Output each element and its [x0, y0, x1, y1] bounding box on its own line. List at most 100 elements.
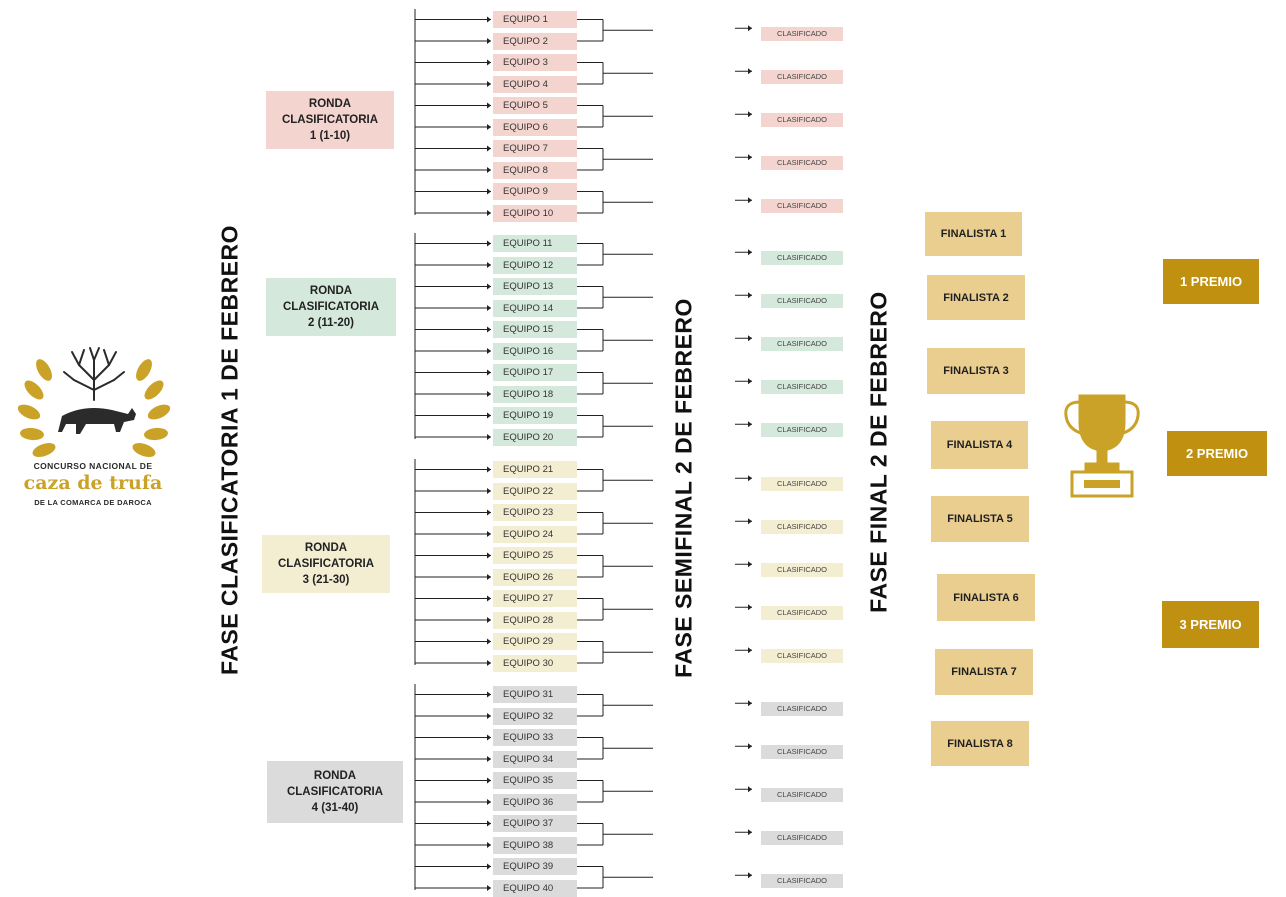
qualified-box: CLASIFICADO	[761, 702, 843, 717]
feed-arrow	[487, 391, 491, 397]
prize-box-1: 1 PREMIO	[1163, 259, 1259, 304]
team-box: EQUIPO 16	[493, 342, 577, 360]
team-box: EQUIPO 1	[493, 11, 577, 28]
qualified-arrow	[748, 378, 752, 385]
team-box: EQUIPO 14	[493, 299, 577, 317]
team-box: EQUIPO 40	[493, 879, 577, 897]
team-box: EQUIPO 9	[493, 183, 577, 200]
feed-arrow	[487, 713, 491, 719]
feed-arrow	[487, 412, 491, 419]
team-box: EQUIPO 22	[493, 482, 577, 500]
qualified-box: CLASIFICADO	[761, 606, 843, 621]
feed-arrow	[487, 488, 491, 494]
qualified-arrow	[748, 111, 752, 118]
round-range: 1 (1-10)	[309, 130, 351, 142]
feed-arrow	[487, 305, 491, 311]
feed-arrow	[487, 863, 491, 870]
feed-arrow	[487, 660, 491, 666]
team-box: EQUIPO 12	[493, 256, 577, 274]
feed-arrow	[487, 509, 491, 516]
team-box: EQUIPO 7	[493, 140, 577, 157]
finalist-box-3: FINALISTA 3	[927, 348, 1025, 394]
feed-arrow	[487, 466, 491, 473]
team-box: EQUIPO 17	[493, 364, 577, 381]
qualified-box: CLASIFICADO	[761, 199, 843, 214]
finalist-box-4: FINALISTA 4	[931, 421, 1028, 469]
feed-arrow	[487, 595, 491, 602]
feed-arrow	[487, 167, 491, 173]
phase-title-clasificatoria: FASE CLASIFICATORIA 1 DE FEBRERO	[216, 224, 243, 676]
feed-arrow	[487, 756, 491, 762]
team-box: EQUIPO 27	[493, 590, 577, 607]
feed-arrow	[487, 188, 491, 195]
qualified-box: CLASIFICADO	[761, 380, 843, 395]
feed-arrow	[487, 777, 491, 784]
feed-arrow	[487, 638, 491, 645]
qualified-box: CLASIFICADO	[761, 745, 843, 760]
qualified-arrow	[748, 197, 752, 204]
team-box: EQUIPO 21	[493, 461, 577, 478]
team-box: EQUIPO 28	[493, 611, 577, 629]
qualified-arrow	[748, 421, 752, 428]
qualified-box: CLASIFICADO	[761, 113, 843, 128]
team-box: EQUIPO 5	[493, 97, 577, 114]
round-label: RONDA	[309, 285, 353, 297]
feed-arrow	[487, 102, 491, 109]
team-box: EQUIPO 10	[493, 204, 577, 222]
team-box: EQUIPO 39	[493, 858, 577, 875]
team-box: EQUIPO 3	[493, 54, 577, 71]
round-box-4: RONDA CLASIFICATORIA 4 (31-40)	[267, 761, 403, 823]
team-box: EQUIPO 32	[493, 707, 577, 725]
finalist-box-5: FINALISTA 5	[931, 496, 1029, 542]
prize-box-2: 2 PREMIO	[1167, 431, 1267, 476]
feed-arrow	[487, 531, 491, 537]
team-box: EQUIPO 29	[493, 633, 577, 650]
feed-arrow	[487, 369, 491, 376]
team-box: EQUIPO 34	[493, 750, 577, 768]
team-box: EQUIPO 8	[493, 161, 577, 179]
qualified-arrow	[748, 335, 752, 342]
team-box: EQUIPO 15	[493, 321, 577, 338]
team-box: EQUIPO 25	[493, 547, 577, 564]
logo-line-1: CONCURSO NACIONAL DE	[33, 461, 153, 471]
team-box: EQUIPO 26	[493, 568, 577, 586]
feed-arrow	[487, 283, 491, 290]
qualified-box: CLASIFICADO	[761, 477, 843, 492]
team-box: EQUIPO 31	[493, 686, 577, 703]
round-box-3: RONDA CLASIFICATORIA 3 (21-30)	[262, 535, 390, 593]
qualified-box: CLASIFICADO	[761, 423, 843, 438]
team-box: EQUIPO 2	[493, 32, 577, 50]
team-box: EQUIPO 13	[493, 278, 577, 295]
qualified-arrow	[748, 249, 752, 256]
finalist-box-8: FINALISTA 8	[931, 721, 1029, 766]
qualified-arrow	[748, 647, 752, 654]
logo-line-3: DE LA COMARCA DE DAROCA	[34, 498, 152, 507]
feed-arrow	[487, 842, 491, 848]
qualified-box: CLASIFICADO	[761, 294, 843, 309]
team-box: EQUIPO 33	[493, 729, 577, 746]
qualified-arrow	[748, 604, 752, 611]
feed-arrow	[487, 145, 491, 152]
feed-arrow	[487, 240, 491, 247]
qualified-box: CLASIFICADO	[761, 563, 843, 578]
team-box: EQUIPO 11	[493, 235, 577, 252]
team-box: EQUIPO 24	[493, 525, 577, 543]
round-label: CLASIFICATORIA	[281, 114, 379, 126]
feed-arrow	[487, 552, 491, 559]
qualified-box: CLASIFICADO	[761, 251, 843, 266]
feed-arrow	[487, 434, 491, 440]
team-box: EQUIPO 38	[493, 836, 577, 854]
team-box: EQUIPO 35	[493, 772, 577, 789]
qualified-arrow	[748, 25, 752, 32]
round-label: RONDA	[313, 770, 357, 782]
qualified-arrow	[748, 872, 752, 879]
feed-arrow	[487, 820, 491, 827]
logo-emblem	[17, 347, 171, 457]
round-label: RONDA	[308, 98, 352, 110]
team-box: EQUIPO 19	[493, 407, 577, 424]
feed-arrow	[487, 326, 491, 333]
qualified-arrow	[748, 561, 752, 568]
qualified-arrow	[748, 68, 752, 75]
qualified-box: CLASIFICADO	[761, 831, 843, 846]
round-range: 3 (21-30)	[302, 574, 350, 586]
